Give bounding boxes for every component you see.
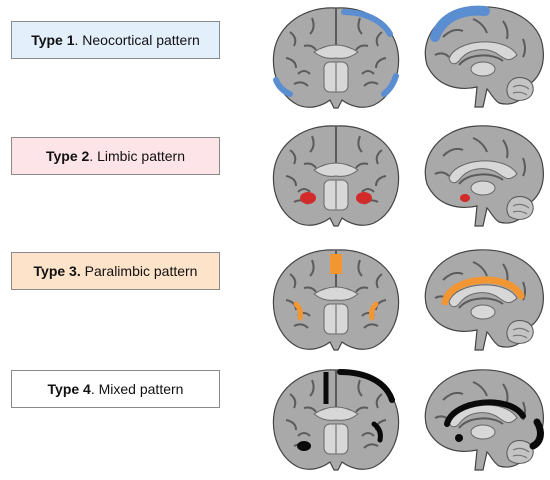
type-2-pattern: Limbic pattern [97, 148, 186, 164]
sagittal-brain-section-icon [424, 369, 544, 471]
coronal-brain-type-3 [272, 249, 400, 351]
lesion-type-2-sagittal [460, 194, 470, 202]
type-2-title: Type 2 [45, 148, 90, 164]
type-4-pattern: Mixed pattern [98, 381, 184, 397]
sagittal-brain-section-icon [424, 249, 544, 351]
sagittal-brain-type-1 [424, 5, 544, 108]
lesion-type-2-coronal [300, 192, 372, 204]
coronal-brain-type-4 [272, 369, 400, 471]
lesion-type-3-sagittal [441, 276, 525, 306]
coronal-brain-type-1 [272, 7, 400, 109]
coronal-brain-section-icon [272, 7, 400, 109]
sagittal-brain-type-2 [424, 125, 544, 227]
type-1-title: Type 1 [31, 32, 75, 48]
sagittal-brain-section-icon [424, 125, 544, 227]
type-3-pattern: Paralimbic pattern [84, 263, 198, 279]
sagittal-brain-section-icon [424, 6, 544, 108]
type-2-label-box: Type 2. Limbic pattern [11, 137, 220, 175]
lesion-type-1-coronal [273, 9, 399, 97]
type-3-title: Type 3. [33, 263, 81, 279]
lesion-type-4-sagittal [444, 399, 544, 450]
lesion-type-3-coronal [293, 254, 379, 321]
coronal-brain-section-icon [272, 249, 400, 351]
type-4-title: Type 4 [47, 381, 91, 397]
type-4-label-box: Type 4. Mixed pattern [11, 370, 220, 408]
type-3-label-box: Type 3. Paralimbic pattern [11, 252, 220, 290]
lesion-type-4-coronal [297, 369, 395, 451]
lesion-type-1-sagittal [430, 5, 490, 42]
type-1-pattern: Neocortical pattern [82, 32, 200, 48]
coronal-brain-section-icon [272, 125, 400, 227]
type-1-label-box: Type 1. Neocortical pattern [11, 21, 220, 59]
sagittal-brain-type-3 [424, 249, 544, 351]
sagittal-brain-type-4 [424, 369, 544, 471]
coronal-brain-type-2 [272, 125, 400, 227]
